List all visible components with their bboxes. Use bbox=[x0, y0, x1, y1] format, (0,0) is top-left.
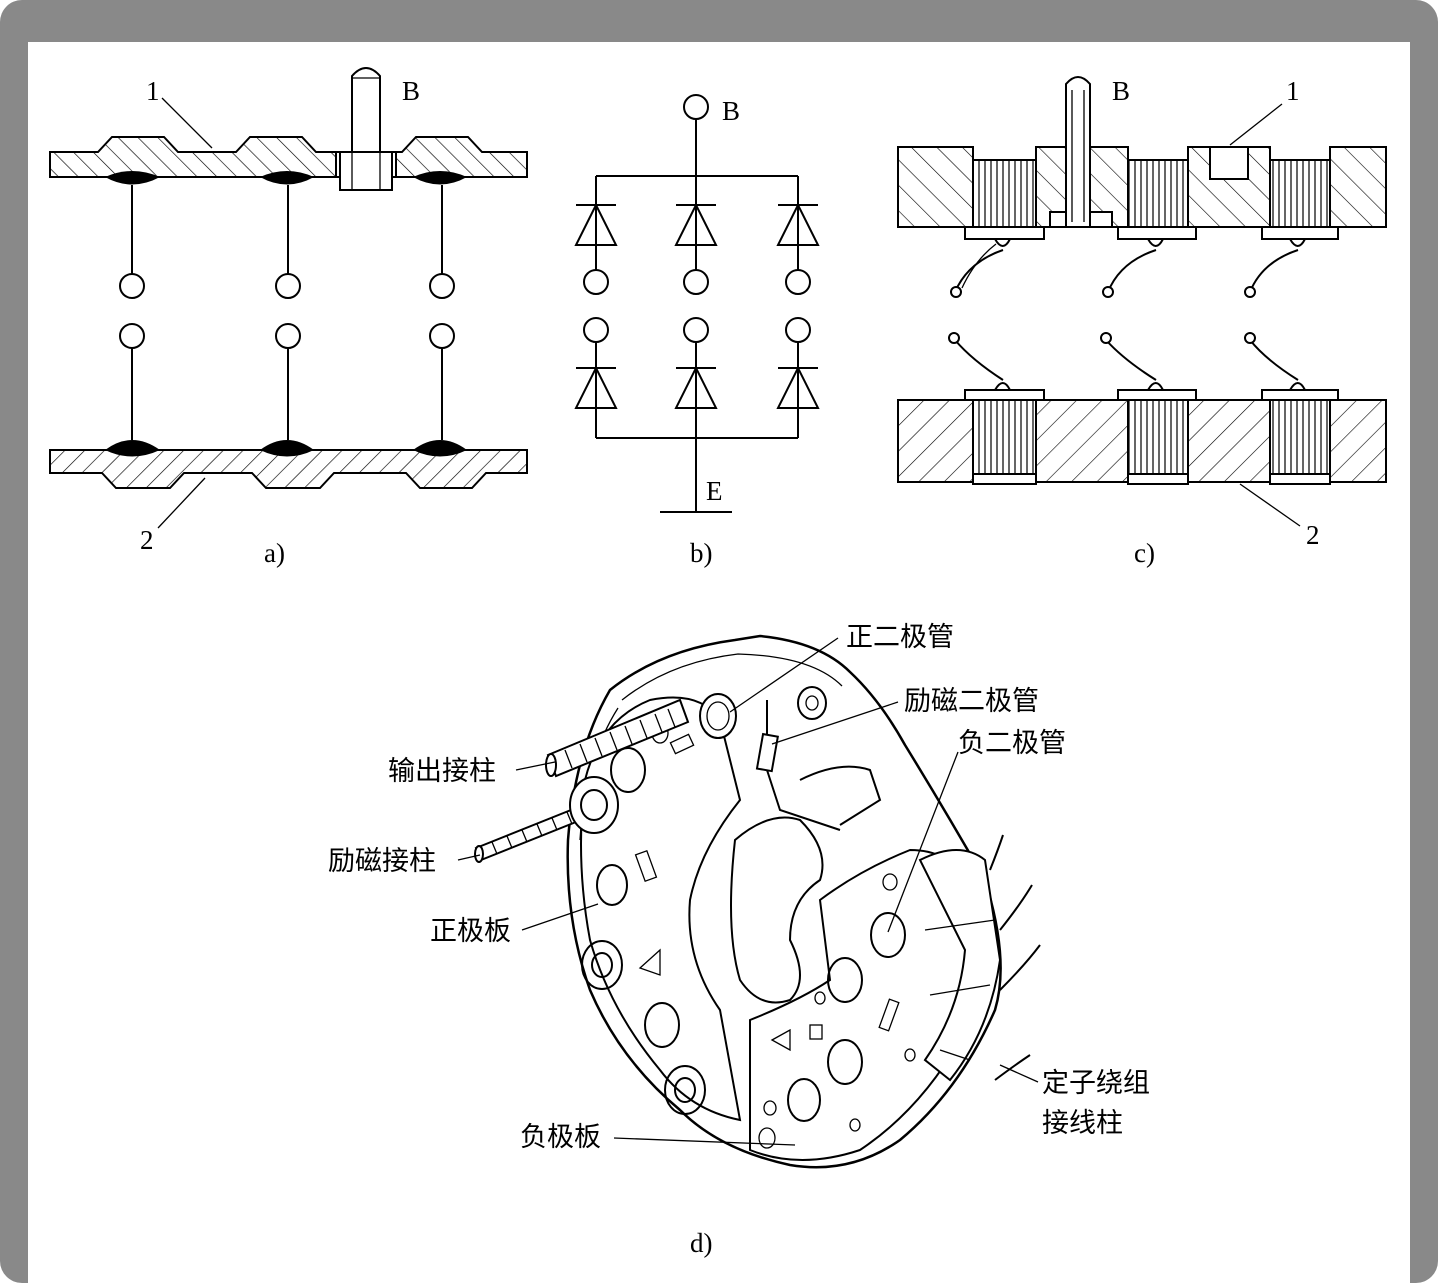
label-stator-terminal-1: 定子绕组 bbox=[1042, 1068, 1150, 1099]
panel-d: 正二极管 励磁二极管 负二极管 输出接柱 励磁接柱 正极板 定子绕组 接线柱 负… bbox=[328, 622, 1150, 1258]
positive-plate-section bbox=[49, 136, 528, 178]
label-output-terminal: 输出接柱 bbox=[388, 756, 496, 787]
negative-diodes bbox=[574, 317, 820, 438]
leader-1 bbox=[161, 97, 213, 149]
upper-heatsink-section bbox=[897, 146, 1387, 240]
label-terminal-b-c: B bbox=[1112, 76, 1130, 106]
label-positive-diode: 正二极管 bbox=[846, 622, 954, 653]
label-negative-diode: 负二极管 bbox=[958, 728, 1066, 759]
leader-2 bbox=[157, 477, 206, 529]
output-terminal-stud bbox=[545, 698, 690, 778]
label-e: E bbox=[706, 476, 723, 506]
label-plate-2-c: 2 bbox=[1306, 520, 1320, 550]
terminal-b-stud bbox=[1049, 76, 1113, 228]
negative-plate-section bbox=[49, 449, 528, 489]
label-terminal-b: B bbox=[402, 76, 420, 106]
label-plate-1-c: 1 bbox=[1286, 76, 1300, 106]
label-positive-plate: 正极板 bbox=[430, 916, 511, 947]
caption-b: b) bbox=[690, 538, 713, 568]
caption-c: c) bbox=[1134, 538, 1155, 568]
positive-diodes bbox=[574, 176, 820, 295]
lower-diode-leads bbox=[948, 332, 1307, 391]
diode-welds bbox=[105, 171, 467, 457]
terminal-b-bolt bbox=[339, 67, 393, 191]
terminal-b-node bbox=[683, 94, 709, 120]
leader-c1 bbox=[1229, 103, 1283, 146]
label-plate-2: 2 bbox=[140, 525, 154, 555]
callout-leaders bbox=[457, 637, 1039, 1146]
label-b: B bbox=[722, 96, 740, 126]
caption-a: a) bbox=[264, 538, 285, 568]
rectifier-assembly bbox=[474, 634, 1041, 1169]
label-excitation-diode: 励磁二极管 bbox=[904, 686, 1039, 717]
diode-leads bbox=[119, 185, 455, 440]
upper-diode-leads bbox=[950, 238, 1307, 298]
caption-d: d) bbox=[690, 1228, 713, 1258]
label-plate-1: 1 bbox=[146, 76, 160, 106]
panel-a: 1 2 B a) bbox=[49, 67, 528, 568]
panel-b: B bbox=[574, 94, 820, 568]
lower-heatsink-section bbox=[897, 389, 1387, 485]
label-excitation-terminal: 励磁接柱 bbox=[328, 846, 436, 877]
excitation-terminal-stud bbox=[474, 776, 619, 863]
hole bbox=[610, 747, 646, 793]
callout-labels: 正二极管 励磁二极管 负二极管 输出接柱 励磁接柱 正极板 定子绕组 接线柱 负… bbox=[328, 622, 1150, 1153]
leader-c2 bbox=[1239, 483, 1301, 527]
label-stator-terminal-2: 接线柱 bbox=[1042, 1108, 1123, 1139]
panel-c: B 1 2 c) bbox=[897, 76, 1387, 568]
label-negative-plate: 负极板 bbox=[520, 1122, 601, 1153]
